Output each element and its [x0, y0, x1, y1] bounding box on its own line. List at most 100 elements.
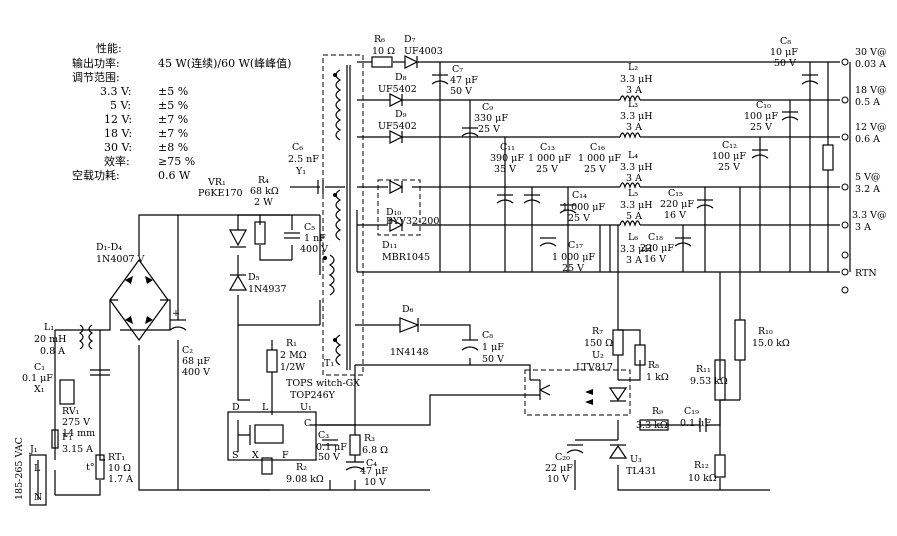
r3-label: R₃	[364, 433, 375, 444]
r7-value: 150 Ω	[584, 338, 613, 349]
c9-value-2: 25 V	[478, 124, 500, 135]
spec-label-eff: 效率:	[104, 154, 130, 168]
spec-value-5v: ±5 %	[158, 99, 188, 112]
d10-label: D₁₀	[386, 207, 401, 218]
rt1-label: RT₁	[108, 452, 125, 463]
terminal-3v3	[841, 221, 849, 229]
r7-label: R₇	[592, 326, 603, 337]
u1-label: U₁	[300, 402, 312, 413]
feedback-network: R₇ 150 Ω U₂ LTV817 R₈ 1 kΩ R₉ 3.3 kΩ C₁₉…	[539, 319, 790, 485]
out-5v-current: 3.2 A	[855, 184, 880, 195]
u3-label: U₃	[630, 454, 642, 465]
spec-value-power: 45 W(连续)/60 W(峰峰值)	[158, 56, 291, 70]
vr1-value: P6KE170	[198, 188, 243, 199]
terminal-rtn-2	[841, 268, 849, 276]
r8-resistor	[634, 344, 646, 366]
y1-label: Y₁	[295, 166, 306, 177]
terminal-5v	[841, 183, 849, 191]
c8-value-2: 50 V	[482, 354, 504, 365]
c7-value-2: 50 V	[450, 86, 472, 97]
j1-l-label: L	[34, 463, 41, 474]
c16-value-1: 1 000 μF	[578, 153, 621, 164]
d1-d4-label: D₁-D₄	[96, 242, 122, 253]
c5-value-2: 400 V	[300, 244, 328, 255]
controller-u1: TOPS witch-GX TOP246Y U₁ D L C S X F R₂ …	[227, 304, 504, 488]
c15-value-1: 220 μF	[660, 199, 694, 210]
spec-value-3v3: ±5 %	[158, 85, 188, 98]
c12-value-1: 100 μF	[712, 151, 746, 162]
c1-label: C₁	[34, 362, 45, 373]
spec-value-eff: ≥75 %	[158, 155, 195, 168]
l2-value-2: 3 A	[626, 85, 642, 96]
out-12v: 12 V@	[855, 122, 886, 133]
c11-value-2: 35 V	[494, 164, 516, 175]
c4-value-1: 47 μF	[360, 466, 388, 477]
transformer-t1: T₁	[323, 65, 351, 370]
r1-value-2: 1/2W	[280, 362, 305, 373]
u2-value: LTV817	[576, 362, 613, 373]
spec-table: 性能: 输出功率: 45 W(连续)/60 W(峰峰值) 调节范围: 3.3 V…	[72, 41, 291, 182]
out-30v-current: 0.03 A	[855, 59, 886, 70]
spec-label-perf: 性能:	[96, 41, 122, 55]
r12-resistor	[714, 454, 726, 478]
c8o-label: C₈	[780, 36, 791, 47]
c20-value-2: 10 V	[547, 474, 569, 485]
rv1-label: RV₁	[62, 406, 80, 417]
j1-connector	[29, 454, 47, 506]
r12-value: 10 kΩ	[688, 473, 717, 484]
c2-value-2: 400 V	[182, 367, 210, 378]
c2-value-1: 68 μF	[182, 356, 210, 367]
c8o-value-1: 10 μF	[770, 47, 798, 58]
l6-value-2: 3 A	[626, 255, 642, 266]
terminal-12v	[841, 133, 849, 141]
vac-label: 185-265 VAC	[14, 437, 25, 500]
c14-value-2: 25 V	[568, 213, 590, 224]
c19-label: C₁₉	[684, 406, 699, 417]
l5-value-1: 3.3 μH	[620, 200, 653, 211]
c12-value-2: 25 V	[718, 162, 740, 173]
out-5v: 5 V@	[855, 172, 880, 183]
rv1-varistor	[59, 379, 75, 405]
secondary-outputs: R₆ 10 Ω D₇ UF4003 D₈ UF5402 D₉ UF5402 D₁…	[371, 34, 887, 294]
l5-label: L₅	[628, 188, 638, 199]
c18-value-1: 220 μF	[640, 243, 674, 254]
l4-label: L₄	[628, 150, 638, 161]
c19-value: 0.1 μF	[680, 418, 711, 429]
c20-label: C₂₀	[555, 452, 570, 463]
l3-label: L₃	[628, 99, 638, 110]
spec-value-12v: ±7 %	[158, 113, 188, 126]
vr1-label: VR₁	[207, 177, 226, 188]
c7-value-1: 47 μF	[450, 75, 478, 86]
spec-label-power: 输出功率:	[72, 56, 120, 70]
l1-value-2: 0.8 A	[40, 346, 65, 357]
transformer-box	[322, 54, 364, 376]
l5-value-2: 5 A	[626, 211, 642, 222]
c9-label: C₉	[482, 102, 493, 113]
c5-label: C₅	[304, 222, 315, 233]
r10-resistor	[734, 319, 746, 361]
spec-label-3v3: 3.3 V:	[100, 85, 132, 98]
c4-label: C₄	[366, 458, 377, 469]
c8o-value-2: 50 V	[774, 58, 796, 69]
r9-resistor	[639, 419, 669, 431]
r3-resistor	[349, 434, 361, 456]
c3-label: C₃	[318, 430, 329, 441]
r3-value: 6.8 Ω	[362, 445, 388, 456]
d8-label: D₈	[395, 72, 407, 83]
c13-label: C₁₃	[540, 142, 555, 153]
r4-value-1: 68 kΩ	[250, 186, 279, 197]
out-30v: 30 V@	[855, 47, 886, 58]
spec-value-18v: ±7 %	[158, 127, 188, 140]
r7-resistor	[612, 329, 624, 356]
out-3v3-current: 3 A	[855, 222, 871, 233]
r10-value-1: 15.0 kΩ	[752, 338, 790, 349]
c15-label: C₁₅	[668, 188, 683, 199]
c8-value-1: 1 μF	[482, 342, 504, 353]
f1-value: 3.15 A	[62, 444, 93, 455]
r1-value-1: 2 MΩ	[280, 350, 307, 361]
t-symbol: t°	[86, 462, 95, 473]
terminal-30v	[841, 58, 849, 66]
r12-label: R₁₂	[694, 460, 709, 471]
c6-value: 2.5 nF	[288, 154, 319, 165]
